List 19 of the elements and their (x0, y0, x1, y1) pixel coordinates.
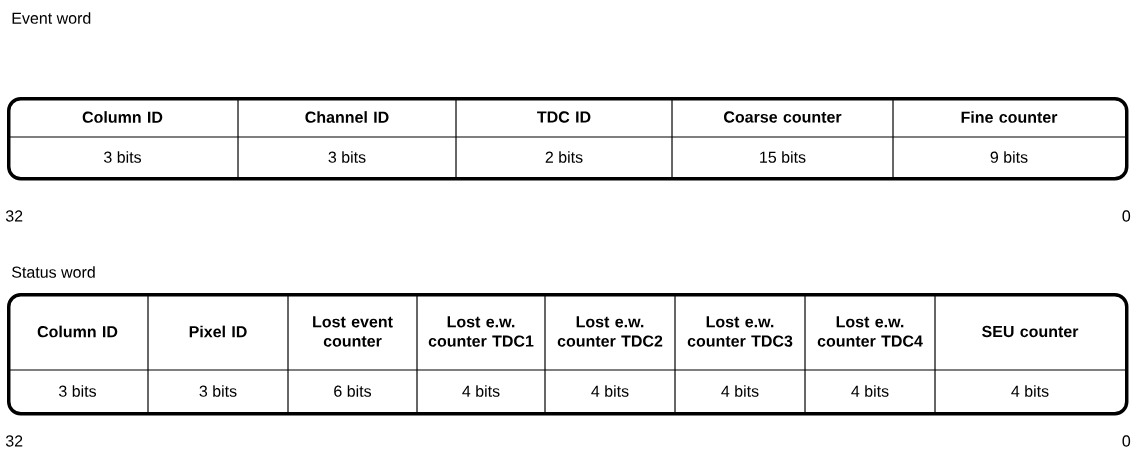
bit-field-cell: Lost event counter 6 bits (313, 316, 393, 397)
table-title: Status word (12, 266, 95, 278)
table-title: Event word (12, 12, 91, 24)
bit-field-cell: Pixel ID 3 bits (189, 325, 247, 397)
bit-index: 32 (5, 435, 23, 447)
bit-index: 32 (5, 210, 23, 222)
bit-index: 0 (1122, 210, 1131, 222)
bit-field-cell: TDC ID 2 bits (537, 111, 591, 163)
bit-field-cell: Channel ID 3 bits (305, 111, 389, 163)
bit-field-cell: Column ID 3 bits (82, 111, 163, 163)
bit-field-cell: Lost e.w. counter TDC2 4 bits (557, 316, 663, 397)
bit-field-cell: Coarse counter 15 bits (724, 111, 842, 163)
bit-field-cell: SEU counter 4 bits (982, 325, 1079, 397)
bit-field-cell: Fine counter 9 bits (961, 111, 1058, 163)
bit-field-cell: Lost e.w. counter TDC3 4 bits (687, 316, 793, 397)
bit-field-cell: Column ID 3 bits (37, 325, 118, 397)
bit-field-cell: Lost e.w. counter TDC4 4 bits (817, 316, 923, 397)
bit-index: 0 (1122, 435, 1131, 447)
bit-field-cell: Lost e.w. counter TDC1 4 bits (428, 316, 534, 397)
